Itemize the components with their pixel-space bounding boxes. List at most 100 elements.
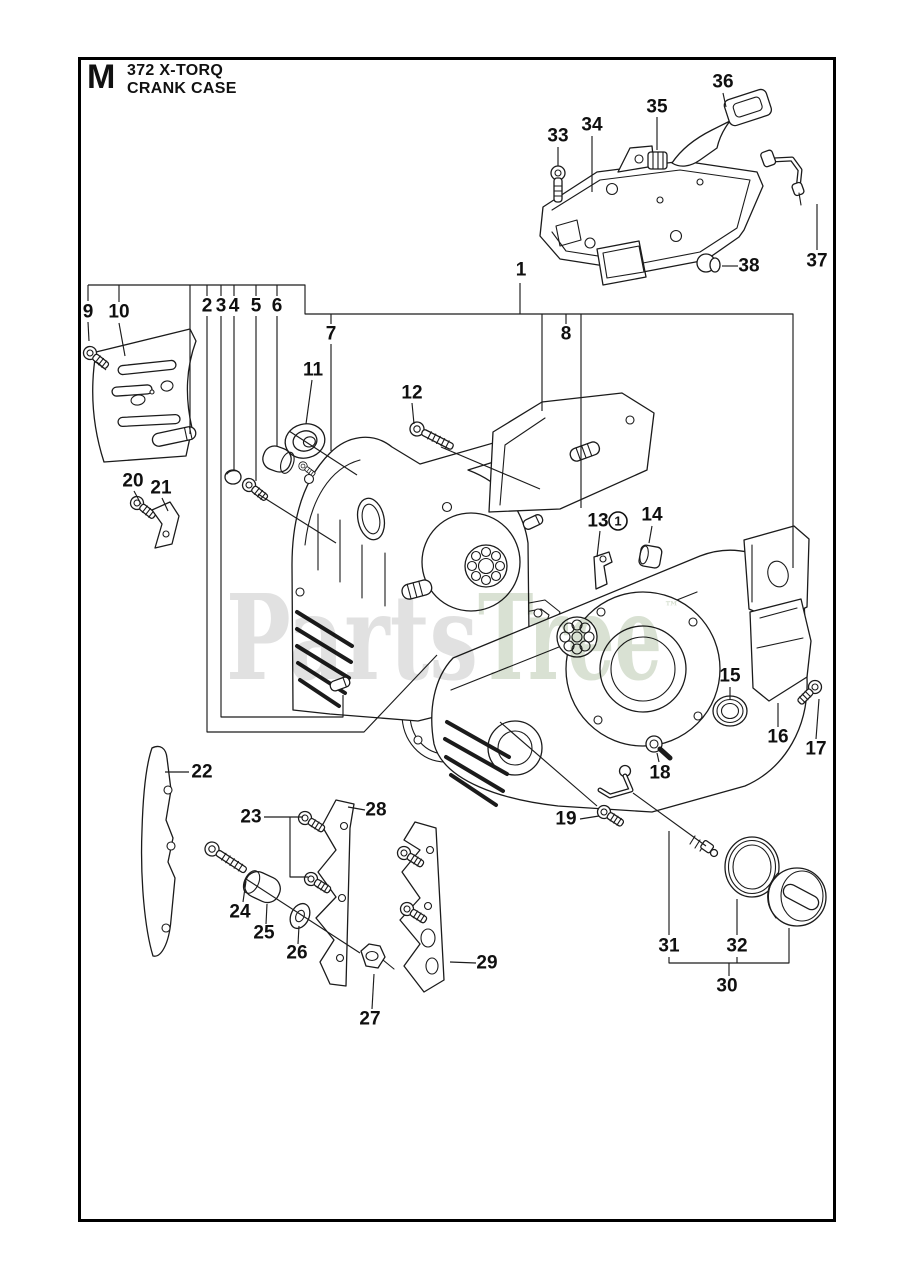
section-letter: M [87,58,116,96]
leader-line [96,361,107,371]
clip-35 [647,151,668,170]
callout-27: 27 [359,1009,380,1030]
diagram-subtitle: CRANK CASE [127,80,237,97]
model-name: 372 X-TORQ [127,62,224,79]
callout-38: 38 [738,256,759,277]
bolt-24 [201,838,251,878]
callout-2: 2 [202,296,213,317]
watermark-tm: ™ [664,598,679,616]
part-guard-strip-drawing [140,745,176,957]
part-cover-drawing [743,525,825,708]
bolt-12 [406,418,457,455]
callout-25: 25 [253,923,275,944]
leader-line [133,490,142,505]
leader-line [722,92,727,108]
callout-13: 13 [587,511,608,532]
callout-19: 19 [555,809,576,830]
leader-line [305,379,313,425]
leader-line [449,961,477,964]
callout-3: 3 [216,296,227,317]
crankshaft-stub [401,579,433,600]
leader-line [289,817,308,878]
leader-line [220,316,344,718]
leader-line [118,322,126,357]
callout-5: 5 [251,296,262,317]
part-tray-assembly-drawing [539,88,805,286]
screw-23a [295,808,328,836]
callout-29: 29 [476,953,497,974]
leader-line [242,880,247,903]
part-seal-drawing [712,695,748,727]
washer-26 [289,902,311,930]
part-spike-group-drawing [201,799,445,993]
leader-line [288,430,358,476]
leader-line [596,530,601,558]
callout-26: 26 [286,943,307,964]
callout-32: 32 [726,936,747,957]
leader-lines-layer [87,92,820,1010]
part-plug-group-drawing [594,735,673,831]
callout-8: 8 [561,324,572,345]
part-cap-group-drawing [597,764,827,927]
leader-line [648,525,653,544]
grommet-38 [696,253,721,273]
fuel-cap [767,867,827,927]
leader-line [87,321,90,342]
diagram-title: 372 X-TORQ CRANK CASE [127,62,237,98]
callout-18: 18 [649,763,670,784]
callout-31: 31 [658,936,680,957]
callout-21: 21 [150,478,172,499]
callout-24: 24 [229,902,251,923]
leader-line [579,815,600,820]
leader-line [815,698,820,740]
callout-17: 17 [805,739,826,760]
callout-22: 22 [191,762,212,783]
leader-line [411,402,415,425]
callout-30: 30 [716,976,737,997]
callout-23: 23 [240,807,261,828]
callout-28: 28 [365,800,386,821]
dowel-pin [521,512,545,532]
callout-37: 37 [806,251,827,272]
leader-line [245,878,361,954]
callout-13-badge-text: 1 [614,514,621,529]
callout-34: 34 [581,115,603,136]
callout-14: 14 [641,505,663,526]
callout-6: 6 [272,296,283,317]
callout-12: 12 [401,383,422,404]
leader-line [371,973,375,1010]
callout-7: 7 [326,324,337,345]
callout-36: 36 [712,72,733,93]
part-clip-group-drawing [127,493,180,549]
leader-line [632,792,707,847]
strap-36 [671,88,773,167]
bearing-balls [466,546,506,586]
watermark-right: Tree [478,568,662,707]
leader-line [440,446,541,490]
callout-11: 11 [303,360,324,381]
leader-line [265,903,268,925]
part-clamp-group-drawing [593,544,663,590]
leader-line [297,925,300,945]
callout-15: 15 [719,666,741,687]
part-crankcase-right-drawing [431,392,808,813]
needle-bearing [556,616,598,658]
leader-line [347,806,366,811]
nut-27 [360,943,395,970]
part-bar-plate-drawing [80,328,197,463]
leader-line [656,752,660,763]
leader-line [257,493,337,544]
callout-1: 1 [516,260,527,281]
callout-13-badge-circle [608,511,628,531]
fuel-line-37 [760,149,805,206]
leader-line [88,284,794,568]
callout-9: 9 [83,302,94,323]
callout-35: 35 [646,97,668,118]
callout-33: 33 [547,126,568,147]
leader-line [161,497,169,512]
watermark: Parts Tree ™ [226,568,679,707]
callout-16: 16 [767,727,788,748]
callout-4: 4 [229,296,240,317]
